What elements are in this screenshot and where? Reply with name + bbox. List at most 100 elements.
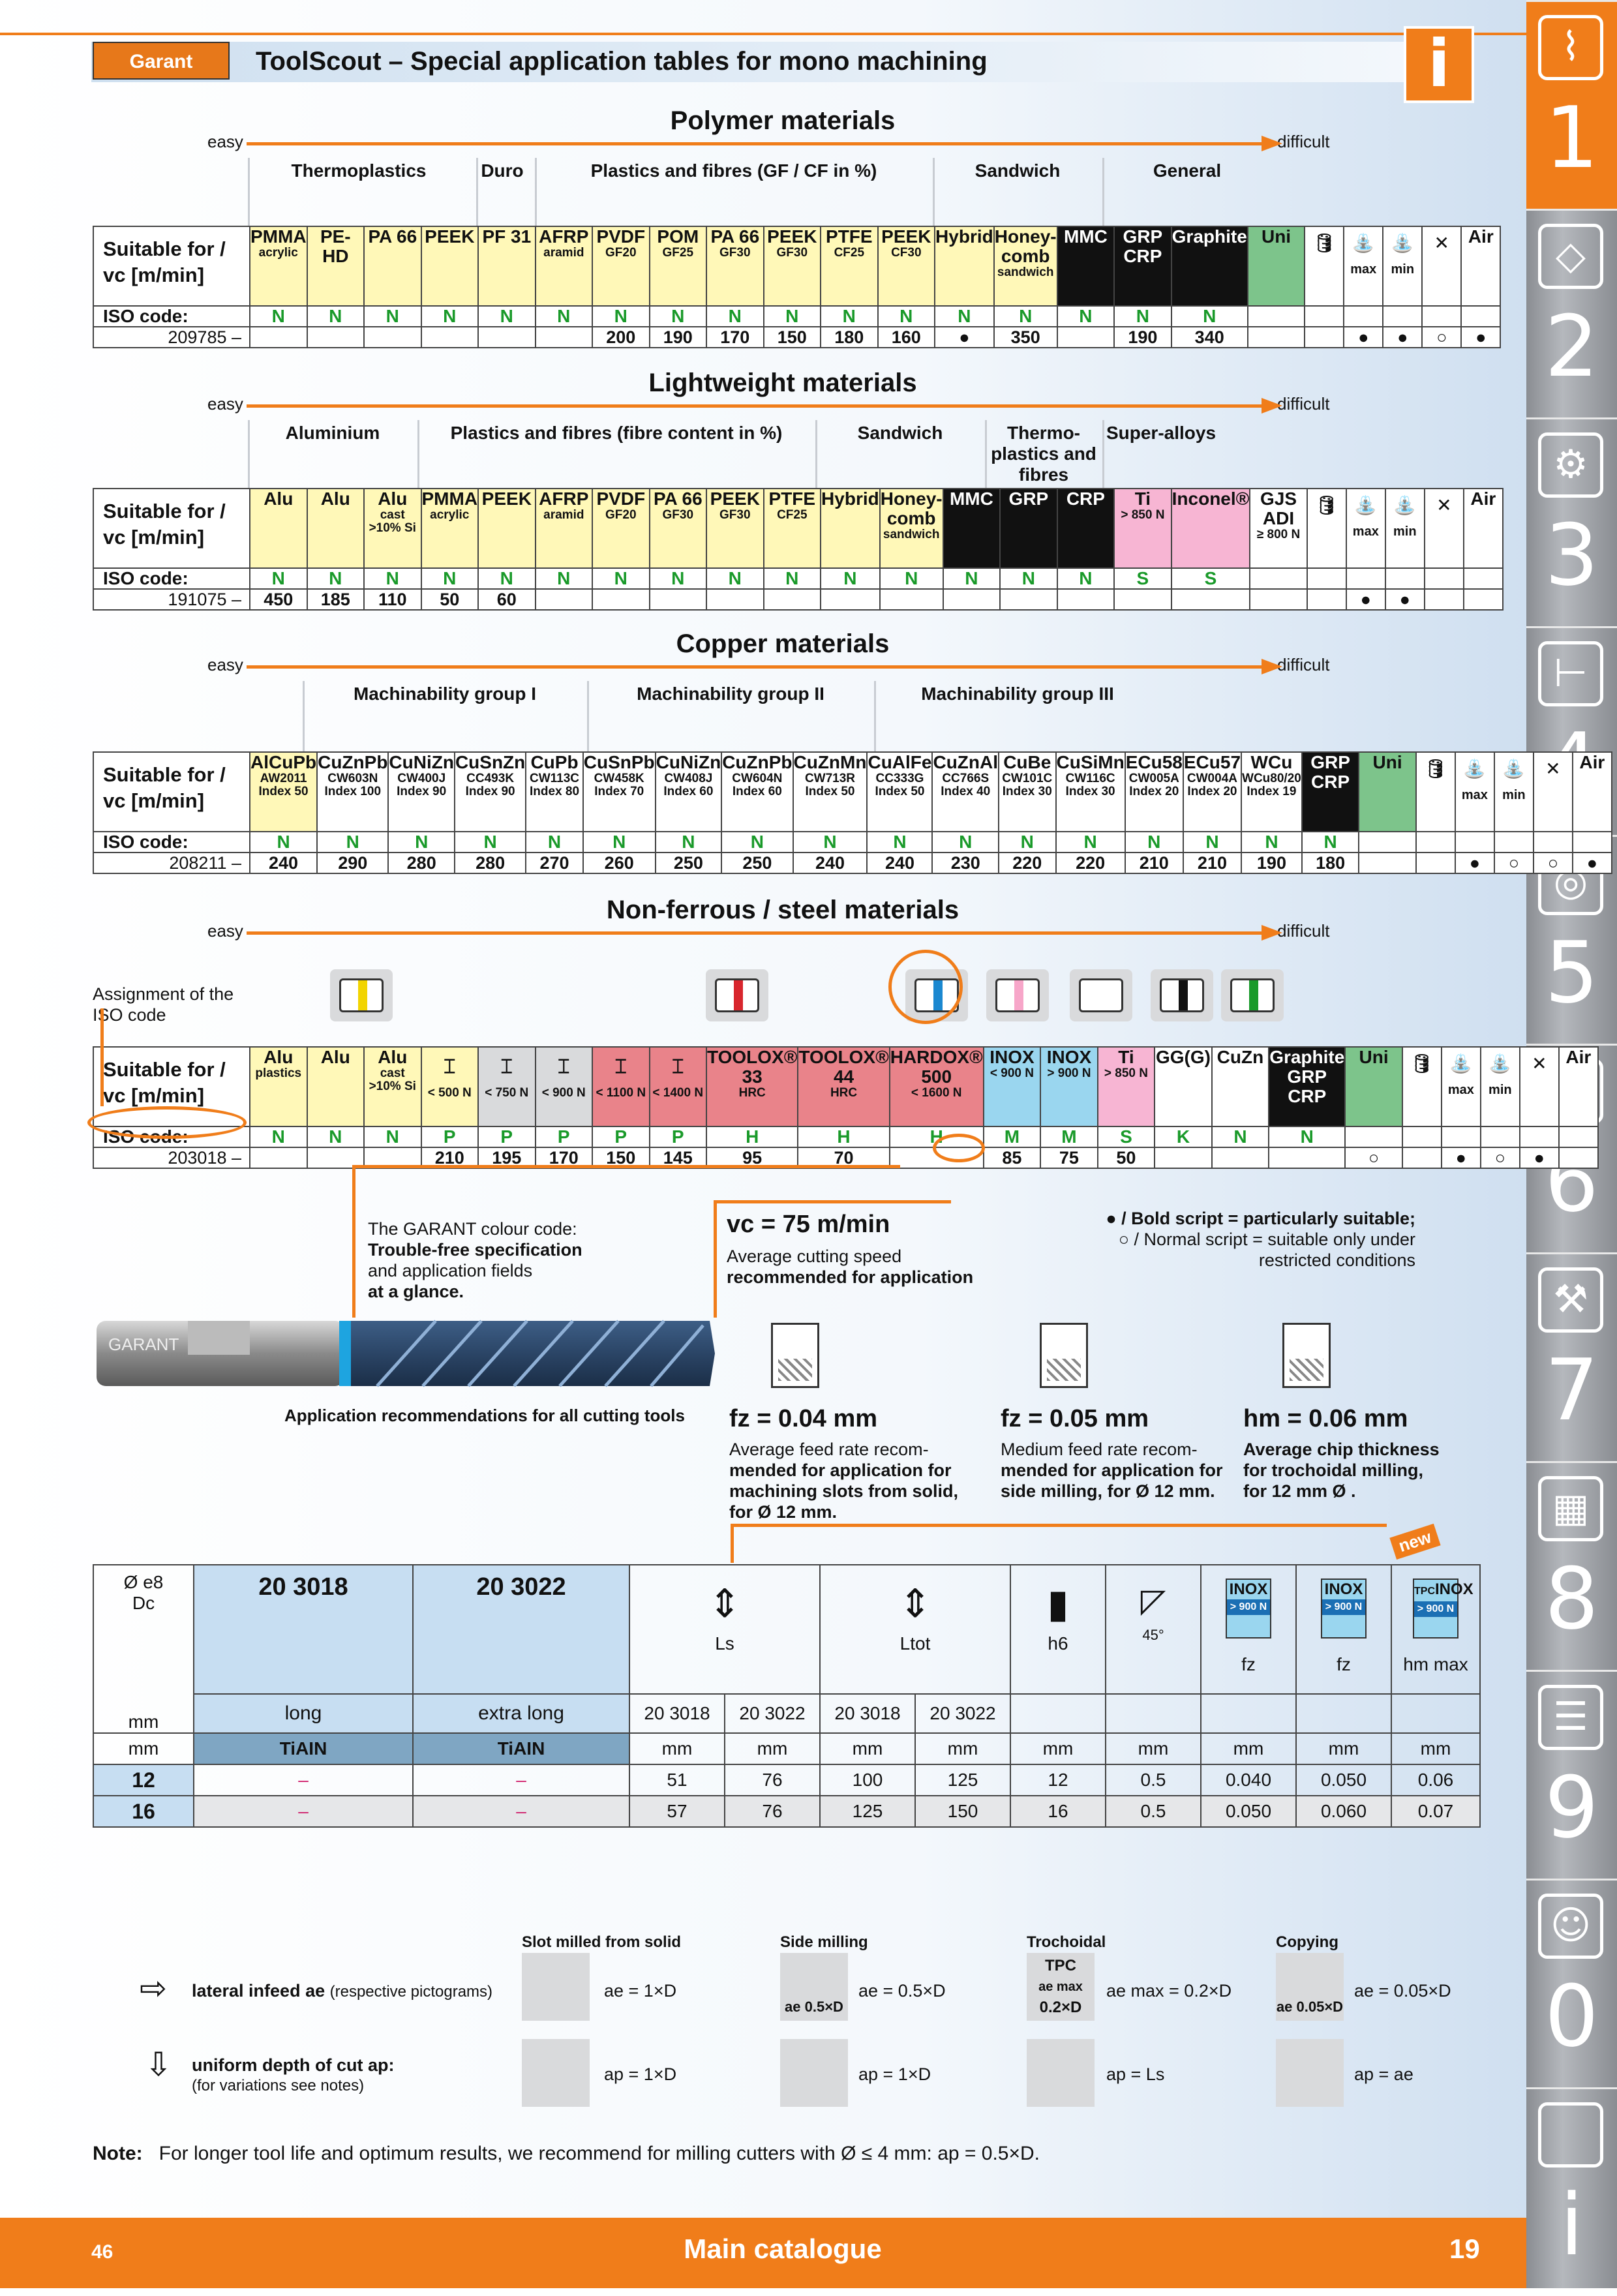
order-cell[interactable]: – bbox=[193, 1764, 414, 1796]
material-14[interactable]: CRP bbox=[1056, 488, 1115, 569]
material-15[interactable]: CuZn bbox=[1211, 1046, 1270, 1127]
iso-code: N bbox=[1056, 567, 1115, 590]
material-16[interactable]: GRP CRP bbox=[1301, 751, 1360, 832]
material-13[interactable]: GRP bbox=[999, 488, 1058, 569]
material-14[interactable]: MMC bbox=[1056, 226, 1115, 307]
chapter-tab-2[interactable]: ⚙3 bbox=[1526, 417, 1617, 626]
lateral-arrow-icon: ⇨ bbox=[140, 1970, 167, 2006]
chapter-tab-1[interactable]: ◇2 bbox=[1526, 209, 1617, 417]
material-6[interactable]: ⌶< 1100 N bbox=[592, 1046, 650, 1127]
material-11[interactable]: INOX< 900 N bbox=[982, 1046, 1042, 1127]
article-code[interactable]: 208211 – bbox=[93, 852, 250, 874]
order-cell[interactable]: – bbox=[412, 1795, 630, 1828]
group-divider bbox=[476, 158, 478, 226]
material-1[interactable]: PE-HD bbox=[306, 226, 365, 307]
material-12[interactable]: MMC bbox=[942, 488, 1001, 569]
material-0[interactable]: Alu bbox=[249, 488, 308, 569]
chapter-tab-6[interactable]: ⚒7 bbox=[1526, 1252, 1617, 1461]
article-203018[interactable]: 20 3018 bbox=[193, 1564, 414, 1695]
material-17[interactable]: Uni bbox=[1358, 751, 1417, 832]
order-cell[interactable]: – bbox=[412, 1764, 630, 1796]
order-cell[interactable]: – bbox=[193, 1795, 414, 1828]
material-1[interactable]: Alu bbox=[306, 1046, 365, 1127]
chapter-tab-8[interactable]: ☰9 bbox=[1526, 1670, 1617, 1879]
article-203022[interactable]: 20 3022 bbox=[412, 1564, 630, 1695]
colour-code-note: The GARANT colour code: Trouble-free spe… bbox=[368, 1219, 582, 1301]
material-12[interactable]: Hybrid bbox=[934, 226, 995, 307]
callout-line-5 bbox=[731, 1524, 734, 1563]
ltot-203018: 20 3018 bbox=[819, 1693, 916, 1734]
material-13[interactable]: Ti> 850 N bbox=[1096, 1046, 1156, 1127]
info-icon[interactable]: i bbox=[1404, 26, 1474, 103]
material-12[interactable]: INOX> 900 N bbox=[1040, 1046, 1098, 1127]
material-3[interactable]: PEEK bbox=[420, 226, 479, 307]
vc-value bbox=[942, 588, 1001, 611]
material-7[interactable]: ⌶< 1400 N bbox=[648, 1046, 707, 1127]
chapter-tab-10[interactable]: i bbox=[1526, 2087, 1617, 2296]
material-17[interactable]: Uni bbox=[1247, 226, 1306, 307]
material-2[interactable]: PA 66 bbox=[363, 226, 422, 307]
material-14[interactable]: GG(G) bbox=[1154, 1046, 1213, 1127]
material-16[interactable]: Graphite bbox=[1170, 226, 1248, 307]
material-15[interactable]: GRP CRP bbox=[1113, 226, 1172, 307]
chapter-tab-0[interactable]: ⌇1 bbox=[1526, 0, 1617, 209]
article-code[interactable]: 203018 – bbox=[93, 1147, 250, 1169]
chapter-tab-9[interactable]: ☺0 bbox=[1526, 1879, 1617, 2087]
material-10[interactable]: HARDOX® 500< 1600 N bbox=[888, 1046, 984, 1127]
article-code[interactable]: 191075 – bbox=[93, 588, 250, 611]
material-16[interactable]: Inconel® bbox=[1170, 488, 1251, 569]
article-code[interactable]: 209785 – bbox=[93, 326, 250, 348]
material-3[interactable]: ⌶< 500 N bbox=[420, 1046, 479, 1127]
chapter-tab-7[interactable]: ▦8 bbox=[1526, 1461, 1617, 1670]
material-17[interactable]: Uni bbox=[1344, 1046, 1403, 1127]
material-4[interactable]: ⌶< 750 N bbox=[477, 1046, 536, 1127]
material-17[interactable]: GJS ADI≥ 800 N bbox=[1249, 488, 1308, 569]
material-5[interactable]: ⌶< 900 N bbox=[534, 1046, 593, 1127]
material-10[interactable]: Hybrid bbox=[820, 488, 881, 569]
material-15[interactable]: Ti> 850 N bbox=[1113, 488, 1172, 569]
iso-code: N bbox=[534, 305, 594, 327]
material-4[interactable]: PF 31 bbox=[477, 226, 536, 307]
material-16[interactable]: Graphite GRP CRP bbox=[1268, 1046, 1346, 1127]
material-1[interactable]: Alu bbox=[306, 488, 365, 569]
material-4[interactable]: PEEK bbox=[477, 488, 536, 569]
